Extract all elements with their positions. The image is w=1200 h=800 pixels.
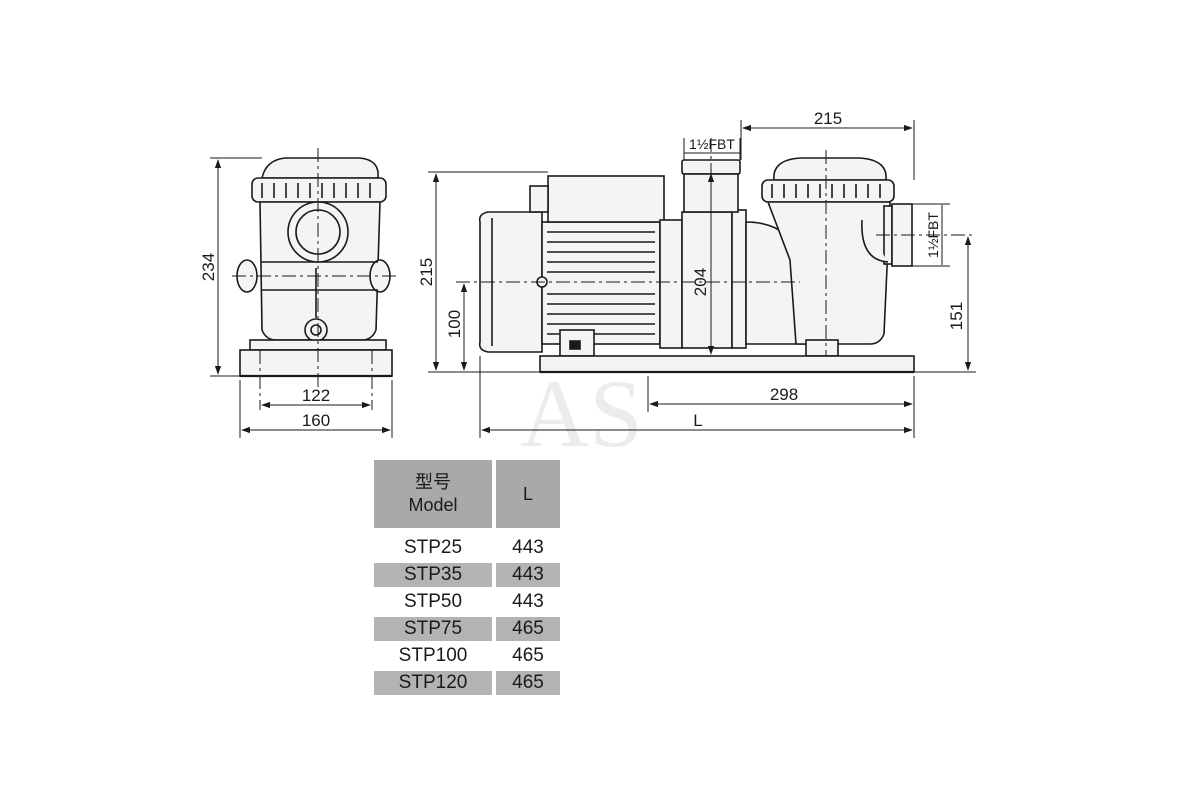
table-row: STP75 465 xyxy=(374,617,560,641)
length-cell: 465 xyxy=(496,671,560,695)
dim-side-shaft-height: 100 xyxy=(445,310,464,338)
model-cell: STP120 xyxy=(374,671,492,695)
dim-side-outlet-height: 151 xyxy=(947,302,966,330)
header-model-en: Model xyxy=(408,495,458,515)
model-cell: STP100 xyxy=(398,645,468,666)
model-length-table: 型号 Model L STP25 443 STP35 443 STP50 443… xyxy=(374,460,560,695)
header-model-cn: 型号 xyxy=(415,472,451,492)
dim-side-top-length: 215 xyxy=(814,109,842,128)
table-row: STP120 465 xyxy=(374,671,560,695)
outlet-port-label: 1½FBT xyxy=(925,212,941,258)
length-cell: 443 xyxy=(512,537,544,558)
header-length-cell: L xyxy=(496,460,560,528)
dim-front-base-outer: 160 xyxy=(302,411,330,430)
front-view xyxy=(236,157,393,378)
dim-side-height: 215 xyxy=(417,258,436,286)
model-cell: STP35 xyxy=(374,563,492,587)
front-center-lines xyxy=(232,148,398,410)
pump-dimension-drawing: AS xyxy=(199,109,976,460)
dim-side-base-length: 298 xyxy=(770,385,798,404)
dim-front-base-inner: 122 xyxy=(302,386,330,405)
watermark: AS xyxy=(520,360,643,460)
dim-side-total-length: L xyxy=(693,411,702,430)
length-cell: 443 xyxy=(512,591,544,612)
length-cell: 443 xyxy=(496,563,560,587)
model-cell: STP25 xyxy=(403,537,463,558)
header-model-cell: 型号 Model xyxy=(374,460,492,528)
side-view xyxy=(478,157,915,374)
dim-side-port-height: 204 xyxy=(691,268,710,296)
table-row: STP35 443 xyxy=(374,563,560,587)
dim-front-height: 234 xyxy=(199,253,218,281)
model-cell: STP75 xyxy=(374,617,492,641)
table-row: STP25 443 xyxy=(374,536,560,560)
inlet-port-label: 1½FBT xyxy=(689,136,735,152)
length-cell: 465 xyxy=(512,645,544,666)
table-row: STP100 465 xyxy=(374,644,560,668)
table-row: STP50 443 xyxy=(374,590,560,614)
length-cell: 465 xyxy=(496,617,560,641)
model-cell: STP50 xyxy=(403,591,463,612)
table-header: 型号 Model L xyxy=(374,460,560,528)
